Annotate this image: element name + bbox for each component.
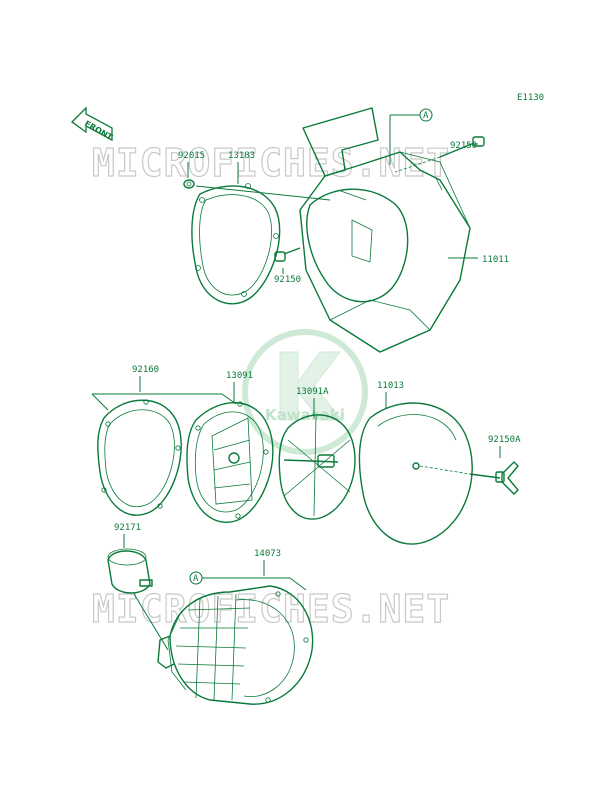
element-11013: [358, 402, 473, 545]
label-11011: 11011: [482, 255, 509, 265]
nut-92015: [183, 179, 195, 189]
label-13091: 13091: [226, 371, 253, 381]
label-92160: 92160: [132, 365, 159, 375]
ref-a-bottom-label: A: [193, 574, 199, 584]
label-92150-top: 92150: [450, 141, 477, 151]
diagram-code: E1130: [517, 93, 544, 103]
brand-logo-text: Kawasaki: [265, 406, 345, 424]
label-13091A: 13091A: [296, 387, 329, 397]
front-arrow-icon: FRONT: [70, 106, 114, 142]
ref-a-bottom: A: [189, 571, 307, 591]
holder-13091: [186, 401, 274, 523]
cage-13091A: [278, 414, 356, 520]
label-14073: 14073: [254, 549, 281, 559]
label-13183: 13183: [228, 151, 255, 161]
clamp-92171: [107, 548, 169, 651]
label-92015: 92015: [178, 151, 205, 161]
label-92171: 92171: [114, 523, 141, 533]
brand-logo: Kawasaki: [242, 329, 368, 455]
gasket-13183: [191, 183, 281, 305]
bolt-92150-mid: [274, 247, 301, 262]
label-92150A: 92150A: [488, 435, 521, 445]
bolt-92150-top: [394, 136, 485, 173]
wing-bolt-92150A: [419, 461, 519, 495]
label-92150-mid: 92150: [274, 275, 301, 285]
watermark-bottom: MICROFICHES.NET: [92, 587, 450, 631]
ref-a-top: A: [389, 108, 433, 165]
gasket-92160: [97, 399, 182, 516]
ref-a-top-label: A: [423, 111, 429, 121]
label-11013: 11013: [377, 381, 404, 391]
duct-14073: [157, 585, 314, 705]
watermark-top: MICROFICHES.NET: [92, 141, 450, 185]
case-11011: [299, 107, 471, 353]
